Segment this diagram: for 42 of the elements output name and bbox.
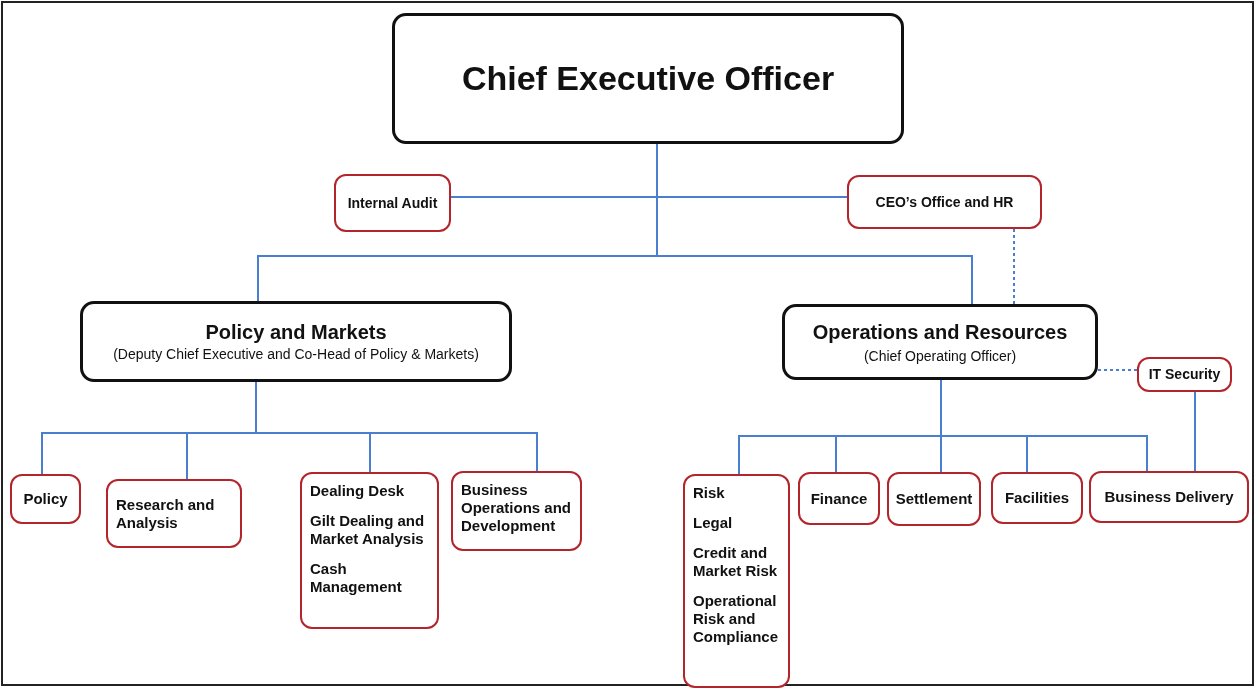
unit-name: Cash Management xyxy=(310,560,403,596)
dotted-connector xyxy=(1097,369,1138,371)
box-title: CEO’s Office and HR xyxy=(875,193,1014,211)
box-title: Policy and Markets xyxy=(205,320,387,345)
box-title: Risk xyxy=(693,484,725,502)
unit-box xyxy=(10,474,81,524)
box-title: IT Security xyxy=(1148,366,1221,383)
unit-box xyxy=(683,474,790,688)
unit-box xyxy=(300,472,439,629)
box-title: Finance xyxy=(810,489,868,508)
unit-box xyxy=(1137,357,1232,392)
box-subtitle: (Deputy Chief Executive and Co-Head of Policy & Markets) xyxy=(113,346,479,363)
unit-box xyxy=(847,175,1042,229)
connector-line xyxy=(940,379,1148,472)
connector-line xyxy=(255,381,538,472)
unit-name: Operational Risk and Compliance xyxy=(693,592,780,646)
department-box xyxy=(392,13,904,144)
unit-name: Gilt Dealing and Market Analysis xyxy=(310,512,426,548)
unit-box xyxy=(798,472,880,525)
connector-line xyxy=(1194,391,1196,472)
box-title: Settlement xyxy=(895,490,973,508)
unit-box xyxy=(991,472,1083,524)
box-title: Internal Audit xyxy=(347,194,438,212)
unit-box xyxy=(1089,471,1249,523)
unit-name: Legal xyxy=(693,514,733,532)
box-subtitle: (Chief Operating Officer) xyxy=(863,347,1017,365)
unit-name: Credit and Market Risk xyxy=(693,544,779,580)
box-title: Chief Executive Officer xyxy=(461,58,835,99)
unit-box xyxy=(451,471,582,551)
box-title: Policy xyxy=(23,490,68,508)
box-title: Business Delivery xyxy=(1104,488,1234,506)
unit-box xyxy=(334,174,451,232)
dotted-connector xyxy=(1013,228,1015,305)
box-title: Research and Analysis xyxy=(116,495,216,532)
box-title: Business Operations and Development xyxy=(461,481,572,535)
box-title: Dealing Desk xyxy=(310,482,405,500)
department-box xyxy=(80,301,512,382)
department-box xyxy=(782,304,1098,380)
unit-box xyxy=(106,479,242,548)
box-title: Operations and Resources xyxy=(812,319,1068,344)
box-title: Facilities xyxy=(1004,489,1070,507)
unit-box xyxy=(887,472,981,526)
